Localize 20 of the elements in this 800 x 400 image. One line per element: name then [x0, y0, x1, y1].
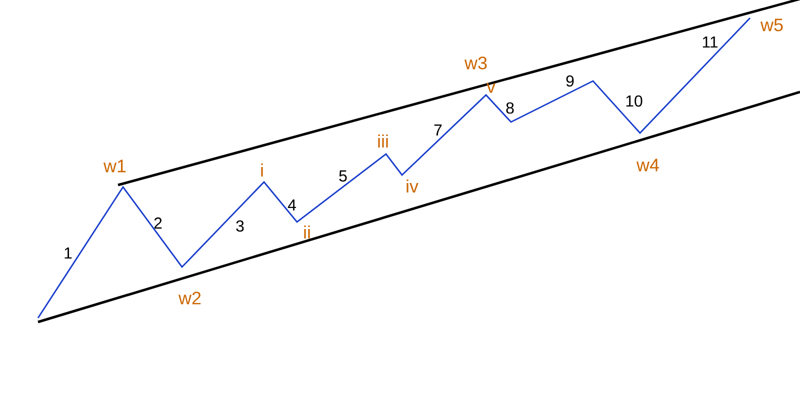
count-label: 8 [506, 102, 514, 114]
count-label: 5 [339, 170, 347, 182]
wave-label: w2 [178, 292, 201, 304]
count-label: 3 [236, 220, 244, 232]
count-label: 2 [154, 217, 162, 229]
count-label: 10 [626, 95, 642, 107]
wave-label: ii [304, 225, 310, 239]
wave-label: w1 [103, 160, 126, 172]
count-label: 1 [64, 248, 72, 258]
wave-label: iv [406, 179, 418, 193]
count-label: 11 [702, 36, 718, 48]
wave-label: w4 [636, 158, 659, 172]
count-label: 4 [288, 200, 296, 210]
wave-label: w3 [464, 56, 487, 70]
wave-label: v [486, 83, 496, 93]
count-label: 9 [566, 75, 574, 87]
count-label: 7 [434, 124, 442, 136]
wave-label: w5 [760, 18, 783, 32]
wave-label: iii [378, 134, 388, 148]
wave-label: i [261, 163, 263, 177]
